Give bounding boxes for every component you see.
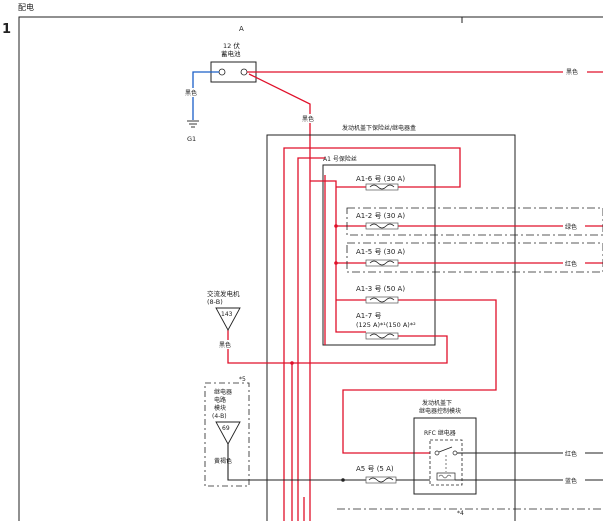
wire-color-green: 绿色 [565,223,577,231]
fuse-a1-2-symbol [365,222,399,230]
junction-dot-2 [334,261,338,265]
ground-wire-color: 黑色 [185,89,197,97]
relay-module-terminal-number: 69 [222,425,230,432]
battery-main-wire-down [248,73,311,521]
fuse-a1-7-rating: (125 A)*¹(150 A)*² [356,321,416,329]
section-title: 配电 [18,2,34,12]
junction-dot-1 [290,361,294,365]
alternator-pin-ref: (8-B) [207,298,223,306]
relay-box-frame [413,417,477,495]
battery-connector-letter: A [239,25,244,33]
relay-module-frame [204,382,250,487]
relay-module-pin-ref: (4-B) [212,413,227,420]
fuse-box-frame [266,134,516,521]
alternator-terminal-symbol [215,307,241,331]
ground-id: G1 [187,135,196,143]
wire-color-red-2: 红色 [565,450,577,458]
option-dashed-boxes [337,207,603,510]
relay-module-terminal-symbol [215,421,241,445]
wire-color-red-1: 红色 [565,260,577,268]
wire-color-blue: 蓝色 [565,477,577,485]
fuse-box-bottom-note: *4 [457,510,464,517]
relay-module-note: *5 [239,376,246,383]
page-frame [18,16,603,521]
fuse-group-title: A1 号保险丝 [323,155,357,163]
relay-box-title-2: 继电器控制模块 [419,407,461,415]
fuse-a1-6-label: A1-6 号 (30 A) [356,175,405,183]
rfc-relay-title: RFC 继电器 [424,429,456,437]
alternator-wire-color: 黑色 [219,341,231,349]
ground-wire [192,71,219,120]
relay-module-wire-color: 黄褐色 [214,457,232,465]
fuse-a1-7-symbol [365,332,399,340]
fuse-a1-2-label: A1-2 号 (30 A) [356,212,405,220]
fuse-a1-3-label: A1-3 号 (50 A) [356,285,405,293]
fuse-box-title: 发动机盖下保险丝/继电器盒 [342,124,416,132]
alternator-terminal-number: 143 [221,311,233,318]
rfc-relay-symbol [429,439,463,486]
fuse-a1-7-label: A1-7 号 [356,312,381,320]
junction-dot-a5 [341,478,345,482]
internal-bus-wires [227,147,603,521]
battery-label-line1: 12 伏 [223,41,240,50]
fuse-a1-6-symbol [365,183,399,191]
battery-right-wire-color: 黑色 [566,68,578,76]
alternator-title: 交流发电机 [207,289,240,298]
relay-module-title-2: 电路 [214,396,226,404]
relay-module-title-1: 继电器 [214,388,232,396]
battery-label-line2: 蓄电池 [221,49,241,58]
junction-dot-3 [334,224,338,228]
fuse-group-a1 [322,164,436,346]
fuse-a1-5-label: A1-5 号 (30 A) [356,248,405,256]
battery-wire-color: 黑色 [302,115,314,123]
relay-module-wire [227,444,366,481]
fuse-a5-symbol [365,476,397,484]
relay-box-title-1: 发动机盖下 [422,399,452,407]
relay-module-title-3: 模块 [214,404,226,412]
fuse-a1-3-symbol [365,296,399,304]
fuse-a5-label: A5 号 (5 A) [356,465,394,473]
page-number: 1 [2,22,11,37]
ground-symbol [187,120,199,128]
fuse-a1-5-symbol [365,259,399,267]
